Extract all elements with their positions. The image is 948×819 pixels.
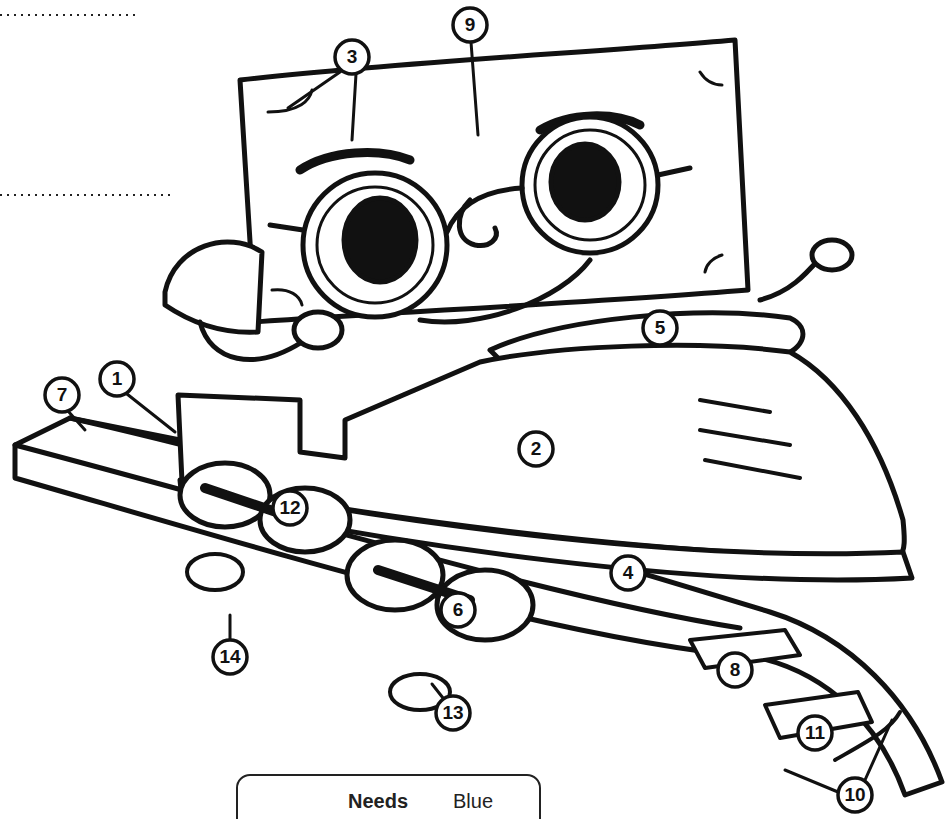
leader-line: [471, 42, 478, 135]
car-body: [178, 345, 904, 556]
callout-circles: [45, 8, 872, 812]
bill-body: [240, 40, 748, 322]
leader-lines: [68, 42, 892, 792]
callout-number: 13: [433, 701, 473, 725]
callout-number: 5: [640, 316, 680, 340]
leader-line: [288, 72, 340, 108]
glasses-bridge: [270, 168, 690, 232]
fill-in-line: [0, 194, 170, 196]
arm: [200, 322, 302, 359]
leader-line: [127, 394, 175, 432]
callout-number: 11: [795, 721, 835, 745]
callout-number: 4: [608, 561, 648, 585]
glasses-lens: [303, 173, 447, 317]
track-rail: [835, 712, 900, 760]
eye: [551, 144, 619, 220]
callout-number: 6: [438, 598, 478, 622]
leader-line: [785, 770, 838, 792]
callout-number: 1: [97, 367, 137, 391]
leader-line: [229, 615, 232, 640]
nose: [459, 200, 496, 246]
sleeve: [165, 242, 262, 332]
wheel: [260, 488, 350, 552]
legend-table-box: Needs Blue: [236, 774, 541, 819]
smile: [420, 260, 590, 322]
glasses-lens: [522, 117, 658, 253]
guide-wheel: [187, 554, 243, 590]
callout-number: 7: [42, 383, 82, 407]
callout-number: 9: [450, 13, 490, 37]
leader-line: [68, 411, 85, 430]
coaster-car: [178, 313, 912, 710]
fill-in-line: [0, 14, 140, 16]
leader-line: [352, 74, 356, 140]
table-cell: Blue: [453, 790, 493, 813]
car-base: [180, 480, 912, 580]
callout-number: 14: [210, 645, 250, 669]
arm: [760, 258, 820, 300]
table-heading: Needs: [348, 790, 408, 813]
hand: [294, 312, 342, 348]
eye: [344, 198, 416, 282]
leader-line: [432, 684, 443, 698]
leader-line: [865, 720, 892, 780]
glasses-lens: [317, 187, 433, 303]
hand: [812, 240, 852, 270]
wheel: [437, 570, 533, 640]
callout-number: 10: [835, 783, 875, 807]
fill-in-lines: [0, 15, 170, 195]
callout-number: 2: [516, 437, 556, 461]
callout-number: 8: [715, 658, 755, 682]
callout-number: 12: [270, 496, 310, 520]
glasses-lens: [535, 130, 645, 240]
wheel-link: [205, 488, 470, 600]
callout-number: 3: [332, 45, 372, 69]
speed-lines: [700, 400, 800, 478]
